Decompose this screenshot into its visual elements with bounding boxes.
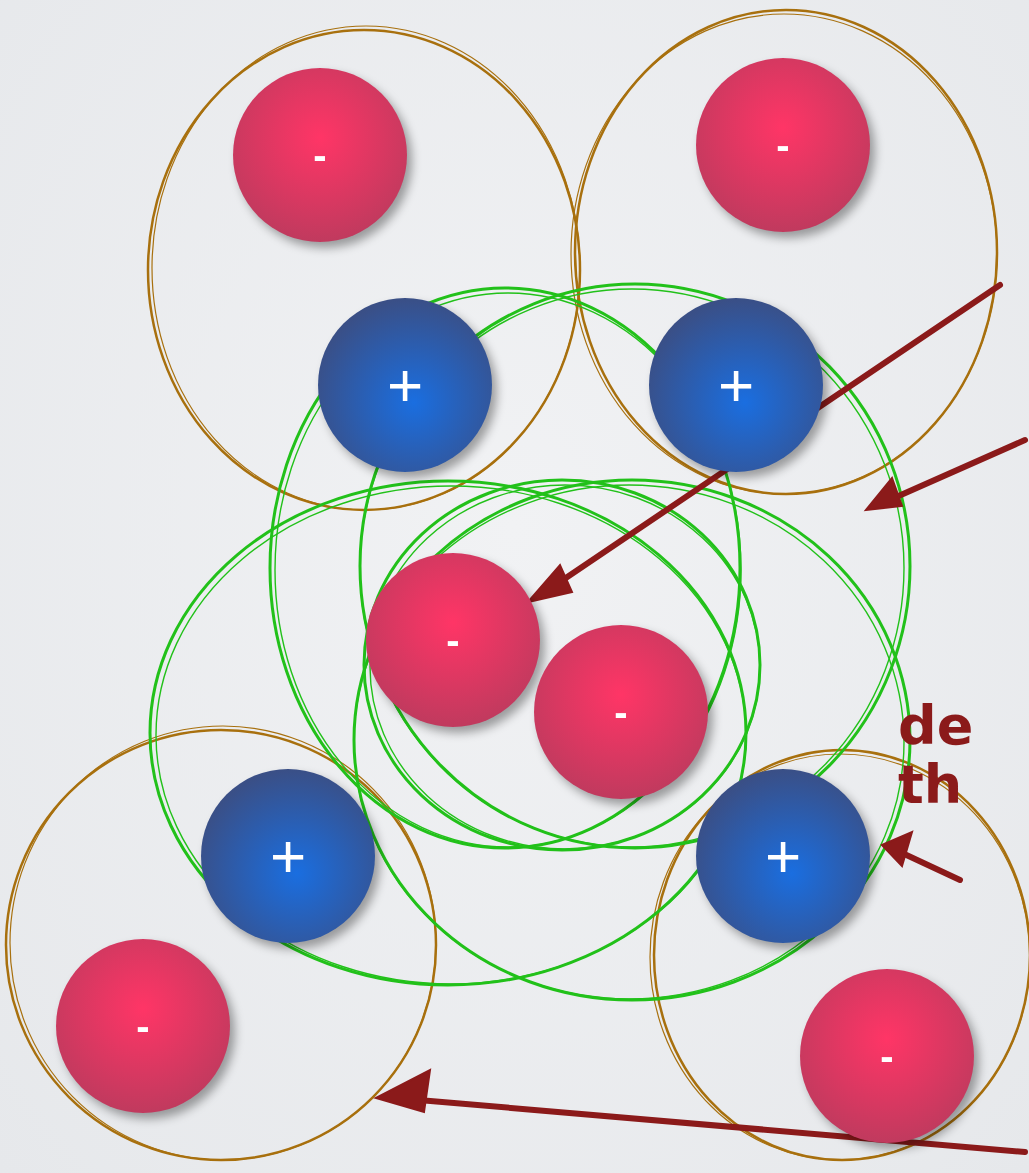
- charge-sign: -: [776, 125, 789, 165]
- cation: +: [317, 297, 493, 473]
- charge-sign: +: [765, 825, 801, 887]
- charge-sign: +: [718, 354, 754, 416]
- ion-sphere: [201, 769, 375, 943]
- anion: -: [232, 67, 408, 243]
- ion-sphere: [696, 58, 870, 232]
- charge-sign: -: [446, 620, 459, 660]
- charge-sign: -: [313, 135, 326, 175]
- cation: +: [648, 297, 824, 473]
- anion: -: [533, 624, 709, 800]
- ion-sphere: [696, 769, 870, 943]
- charge-sign: +: [387, 354, 423, 416]
- cation: +: [200, 768, 376, 944]
- annotation-text: de th: [898, 696, 998, 815]
- cation: +: [695, 768, 871, 944]
- charge-sign: -: [136, 1006, 149, 1046]
- ion-sphere: [366, 553, 540, 727]
- charge-sign: -: [880, 1036, 893, 1076]
- ion-sphere: [649, 298, 823, 472]
- anion: -: [365, 552, 541, 728]
- charge-sign: -: [614, 692, 627, 732]
- ion-sphere: [318, 298, 492, 472]
- ion-sphere: [800, 969, 974, 1143]
- anion: -: [799, 968, 975, 1144]
- ion-sphere: [56, 939, 230, 1113]
- anion: -: [695, 57, 871, 233]
- green-shells: [150, 284, 910, 1000]
- ion-sphere: [534, 625, 708, 799]
- anion: -: [55, 938, 231, 1114]
- brown-shells: [6, 10, 1029, 1160]
- charge-sign: +: [270, 825, 306, 887]
- ion-sphere: [233, 68, 407, 242]
